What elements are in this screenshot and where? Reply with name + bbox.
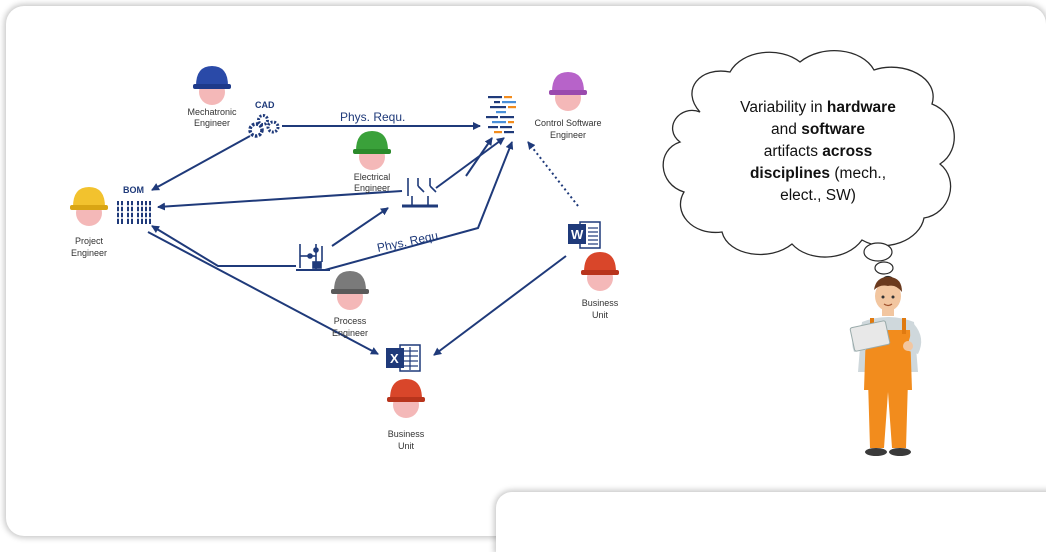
mechatronic-engineer-avatar: Mechatronic Engineer [187,66,237,128]
edge-label-phys-requ-top: Phys. Requ. [340,110,405,124]
control-label-1: Control Software [534,118,601,128]
cad-gear-icon: CAD [248,100,280,138]
cloud-line-1: Variability in hardware [740,99,896,116]
bom-table-icon: BOM [116,185,152,225]
project-engineer-avatar: Project Engineer [70,187,108,258]
word-document-icon: W [568,221,601,249]
code-listing-icon [486,96,516,134]
edge-cad-to-bom [151,135,251,191]
edges [147,122,579,356]
control-software-engineer-avatar: Control Software Engineer [534,72,602,140]
edge-vertical-control [465,137,493,177]
thought-cloud: Variability in hardware and software art… [662,50,955,285]
word-letter: W [571,227,584,242]
business-unit-right-avatar: Business Unit [581,252,619,320]
diagram-canvas: Phys. Requ. Phys. Requ. CAD BOM [70,50,955,456]
control-label-2: Engineer [550,130,586,140]
cad-label: CAD [255,100,275,110]
process-label-1: Process [334,316,367,326]
edge-label-phys-requ-mid: Phys. Requ. [376,228,443,255]
thought-bubble-large [863,242,893,262]
excel-letter: X [390,351,399,366]
edge-word-to-control-dotted [527,141,579,207]
mechatronic-label-2: Engineer [194,118,230,128]
edge-electrical-to-control [435,137,505,189]
cloud-line-4: disciplines (mech., [750,165,886,182]
business-unit-bottom-avatar: Business Unit [387,379,425,451]
mechatronic-label-1: Mechatronic [187,107,237,117]
process-diagram-icon [296,244,330,271]
cloud-line-5: elect., SW) [780,187,856,204]
edge-word-to-excel [433,255,567,356]
edge-process-to-electrical [331,207,389,247]
edge-process-to-bom [151,225,296,267]
edge-electrical-to-bom [157,190,403,211]
electrical-schematic-icon [402,178,438,208]
process-engineer-avatar: Process Engineer [331,271,369,338]
process-label-2: Engineer [332,328,368,338]
engineer-figure [849,276,922,456]
electrical-label-1: Electrical [354,172,391,182]
bom-label: BOM [123,185,144,195]
cloud-line-2: and software [771,121,865,138]
edge-process-to-control [324,141,514,271]
project-label-2: Engineer [71,248,107,258]
business-right-label-2: Unit [592,310,609,320]
project-label-1: Project [75,236,104,246]
cloud-line-3: artifacts across [764,143,873,160]
business-bottom-label-2: Unit [398,441,415,451]
thought-bubble-medium [874,261,894,275]
excel-spreadsheet-icon: X [386,344,421,372]
electrical-engineer-avatar: Electrical Engineer [353,131,391,193]
edge-bom-to-excel [147,231,379,355]
business-bottom-label-1: Business [388,429,425,439]
electrical-label-2: Engineer [354,183,390,193]
business-right-label-1: Business [582,298,619,308]
